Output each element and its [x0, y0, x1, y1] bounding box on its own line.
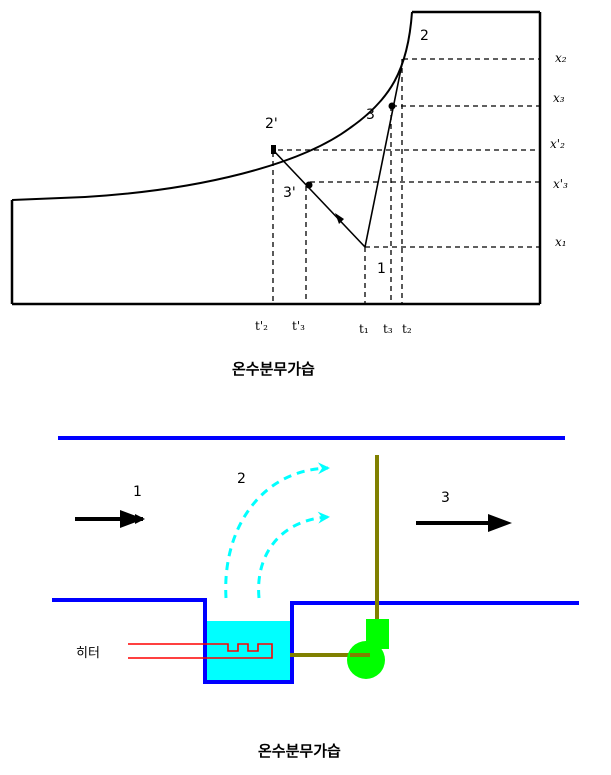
spray-humidifier-diagram: 히터 1 2 3 온수분무가습 — [52, 436, 579, 760]
point-3-label: 3 — [366, 107, 375, 123]
t2p-label: t'₂ — [255, 319, 268, 333]
point-2p-marker — [271, 145, 276, 154]
x3-label: x₃ — [553, 91, 565, 105]
x3p-label: x'₃ — [553, 177, 568, 191]
x2p-label: x'₂ — [550, 137, 565, 151]
process-line-1-2p — [272, 149, 366, 248]
inlet-label: 1 — [133, 484, 142, 500]
x2-label: x₂ — [555, 51, 567, 65]
spray-arrow-outer — [224, 462, 330, 599]
point-3-marker — [388, 102, 396, 110]
process-arrow — [335, 213, 344, 224]
outlet-label: 3 — [441, 490, 450, 506]
heater-label: 히터 — [76, 646, 100, 661]
x1-label: x₁ — [555, 235, 567, 249]
t2-label: t₂ — [402, 322, 412, 336]
point-2-label: 2 — [420, 28, 429, 44]
top-caption: 온수분무가습 — [232, 360, 315, 378]
heater-wire-top — [128, 643, 273, 659]
duct-bottom-wall — [52, 598, 579, 684]
point-3p-label: 3' — [283, 185, 296, 201]
spray-arrow-inner — [257, 511, 330, 599]
t3p-label: t'₃ — [292, 319, 305, 333]
outlet-arrow-head — [488, 514, 512, 532]
t3-label: t₃ — [383, 322, 393, 336]
pump — [347, 619, 389, 679]
psychrometric-chart: 2 3 2' 3' 1 x₂ x₃ x'₂ x'₃ x₁ t'₂ t'₃ t₁ … — [10, 10, 568, 378]
t1-label: t₁ — [359, 322, 369, 336]
process-line-1-2 — [364, 58, 404, 248]
saturation-curve — [11, 11, 413, 201]
spray-label: 2 — [237, 471, 246, 487]
bottom-caption: 온수분무가습 — [258, 742, 341, 760]
point-1-label: 1 — [377, 261, 386, 277]
point-2p-label: 2' — [265, 116, 278, 132]
point-3p-marker — [305, 181, 313, 189]
inlet-arrow-head — [120, 510, 144, 528]
